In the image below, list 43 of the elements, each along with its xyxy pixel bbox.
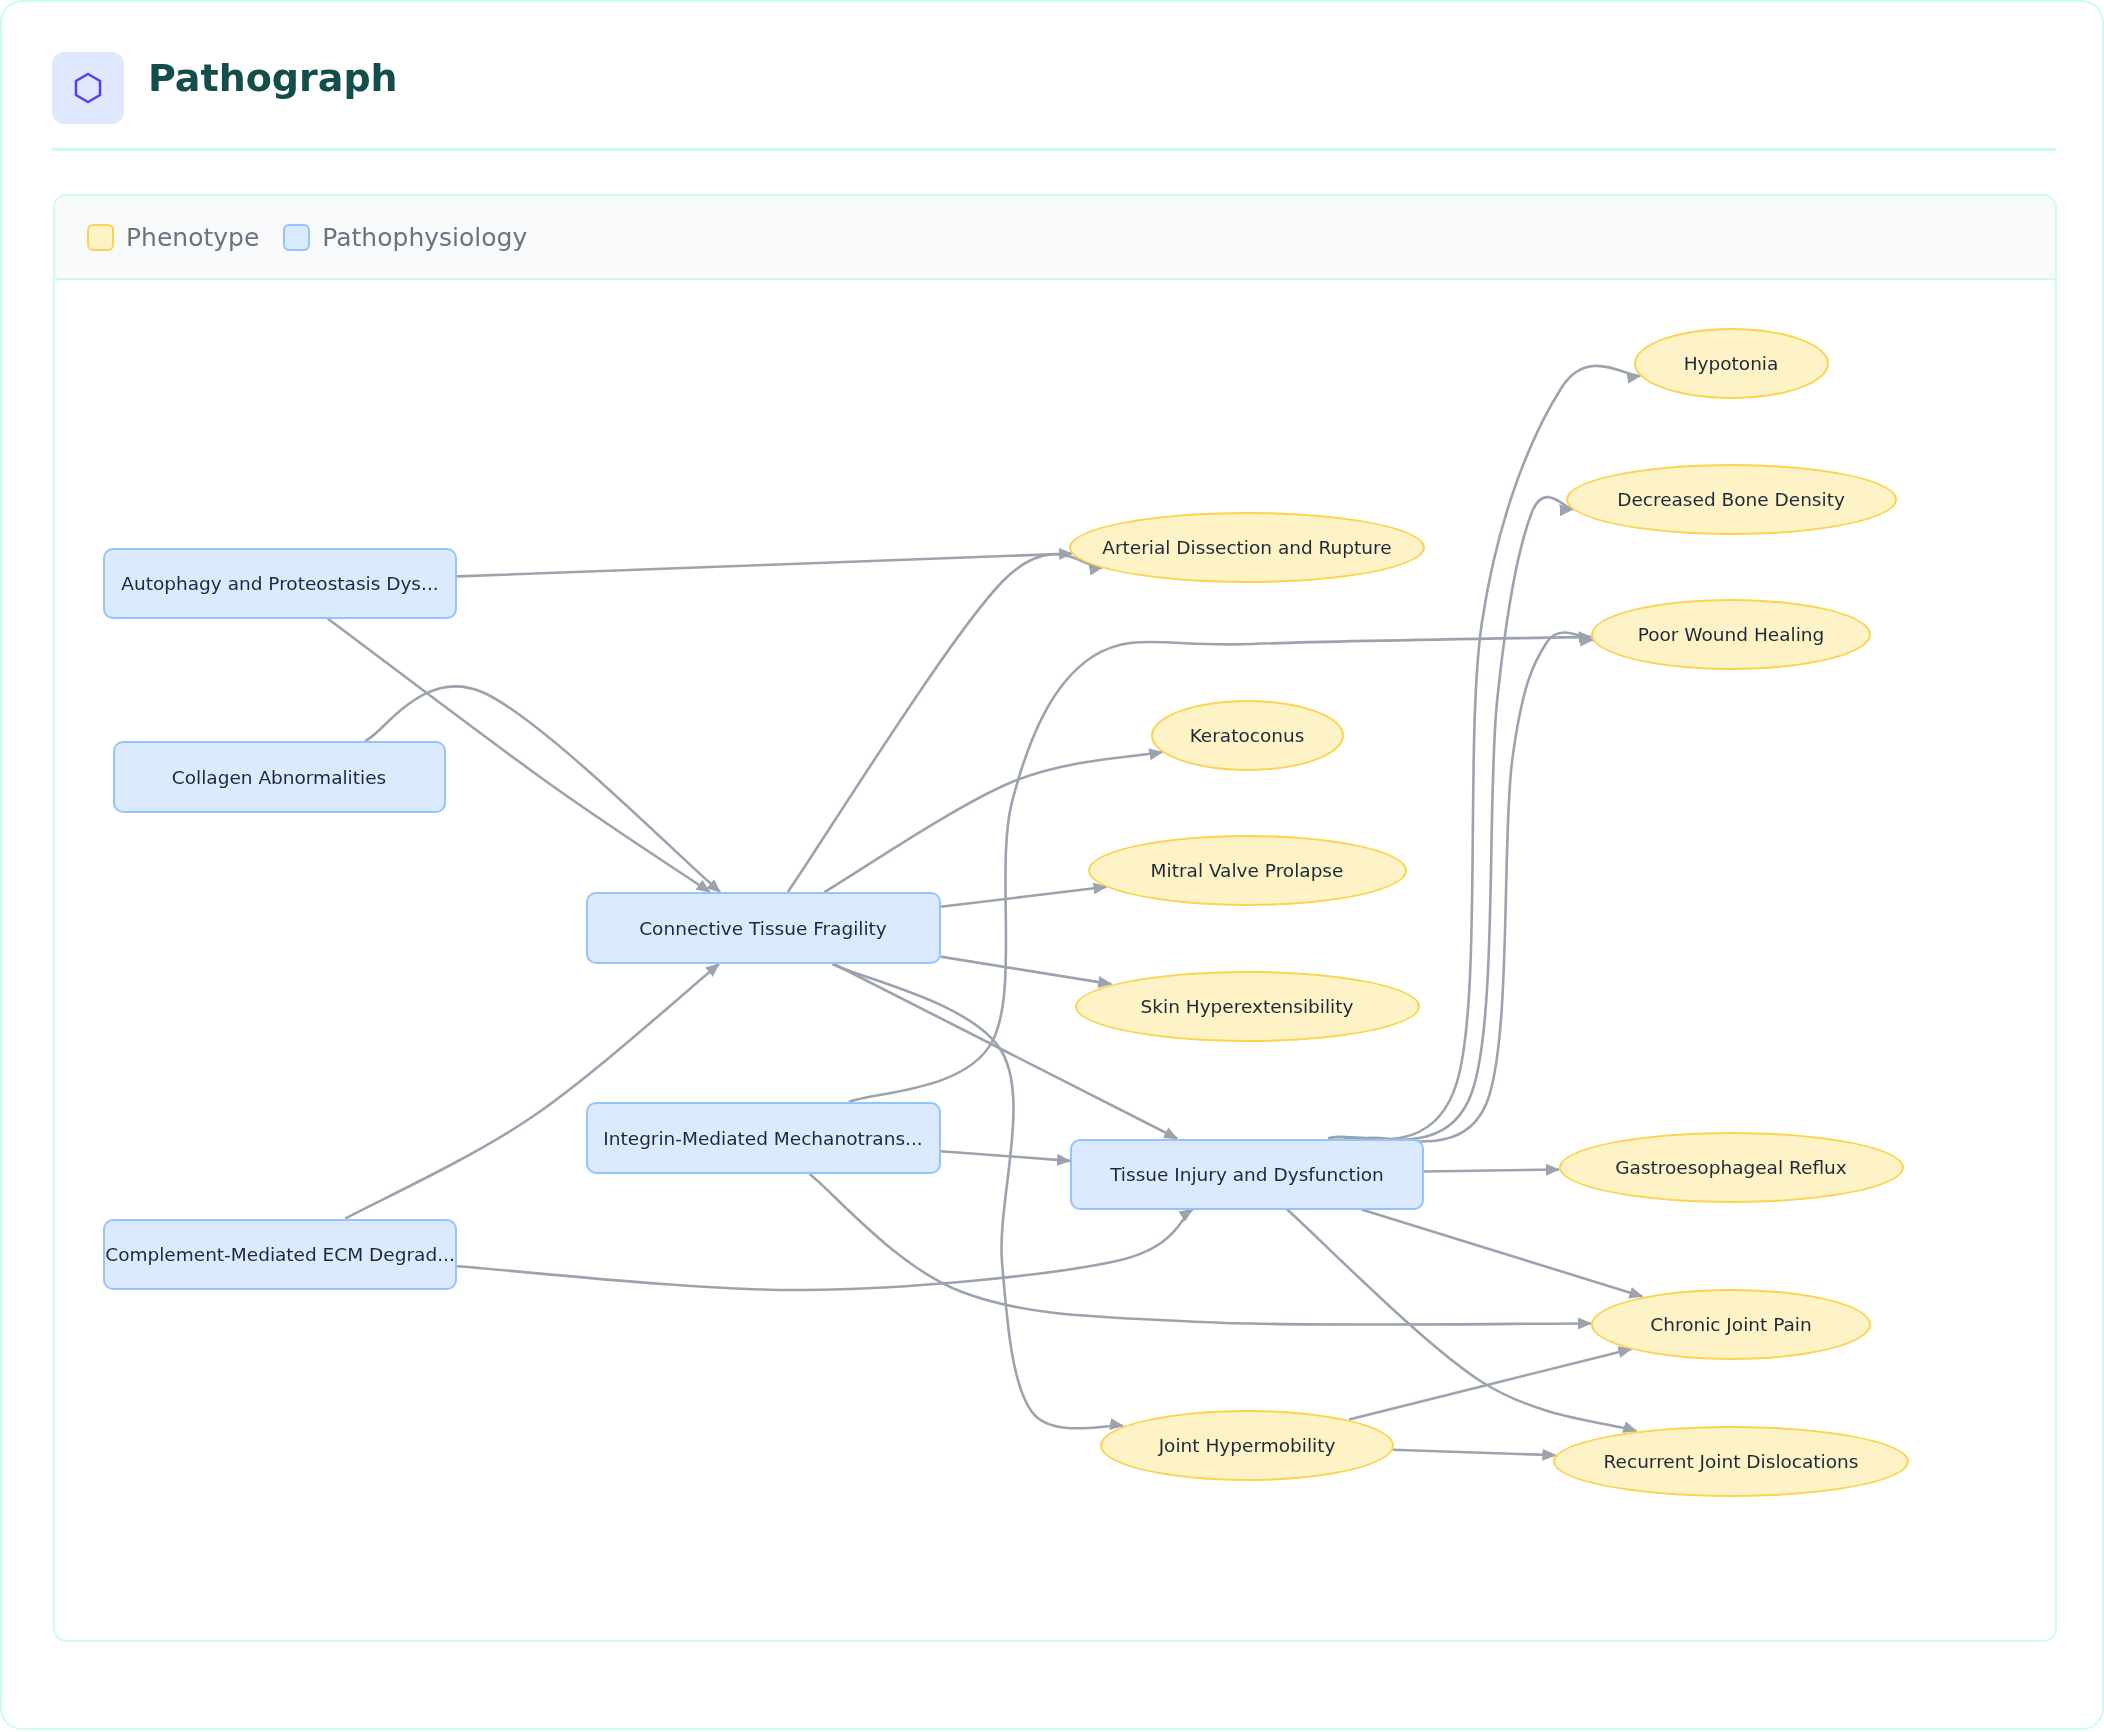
arrow — [940, 1149, 1071, 1166]
node-label: Mitral Valve Prolapse — [1150, 859, 1344, 881]
arrow — [940, 882, 1108, 909]
node-label: Collagen Abnormalities — [171, 766, 387, 788]
node-label: Integrin-Mediated Mechanotrans... — [603, 1127, 923, 1149]
node-label: Joint Hypermobility — [1158, 1434, 1336, 1456]
arrow — [831, 962, 1124, 1432]
node-label: Hypotonia — [1683, 352, 1779, 374]
node-label: Complement-Mediated ECM Degrad... — [105, 1243, 455, 1265]
arrow — [456, 1208, 1194, 1292]
process-box — [585, 892, 941, 964]
process-box — [103, 1218, 457, 1290]
arrow — [1348, 1346, 1633, 1421]
legend-label: Phenotype — [126, 222, 260, 252]
arrow — [344, 963, 720, 1220]
legend-label: Pathophysiology — [322, 222, 528, 252]
node-label: Arterial Dissection and Rupture — [1102, 536, 1392, 558]
arrow — [364, 685, 721, 893]
arrow — [326, 617, 711, 894]
node-label: Chronic Joint Pain — [1650, 1313, 1812, 1335]
arrow — [823, 748, 1164, 894]
process-box — [1070, 1138, 1424, 1210]
arrow — [808, 1173, 1592, 1330]
arrow — [1286, 1208, 1638, 1434]
node-label: Autophagy and Proteostasis Dys... — [121, 572, 439, 594]
process-box — [112, 741, 446, 813]
node-label: Recurrent Joint Dislocations — [1603, 1450, 1859, 1472]
arrow — [1424, 1163, 1560, 1176]
node-label: Poor Wound Healing — [1637, 623, 1825, 645]
arrow — [786, 553, 1104, 893]
process-box — [103, 547, 457, 619]
node-label: Decreased Bone Density — [1617, 488, 1845, 510]
arrow — [1327, 364, 1642, 1141]
node-label: Connective Tissue Fragility — [639, 917, 887, 939]
title: Pathograph — [148, 56, 398, 100]
node-label: Tissue Injury and Dysfunction — [1110, 1163, 1384, 1185]
arrow — [1361, 1208, 1644, 1299]
arrow — [848, 631, 1593, 1104]
arrow — [940, 955, 1113, 988]
node-label: Keratoconus — [1189, 724, 1305, 746]
node-label: Gastroesophageal Reflux — [1615, 1156, 1847, 1178]
process-box — [585, 1102, 941, 1174]
node-label: Skin Hyperextensibility — [1140, 995, 1354, 1017]
